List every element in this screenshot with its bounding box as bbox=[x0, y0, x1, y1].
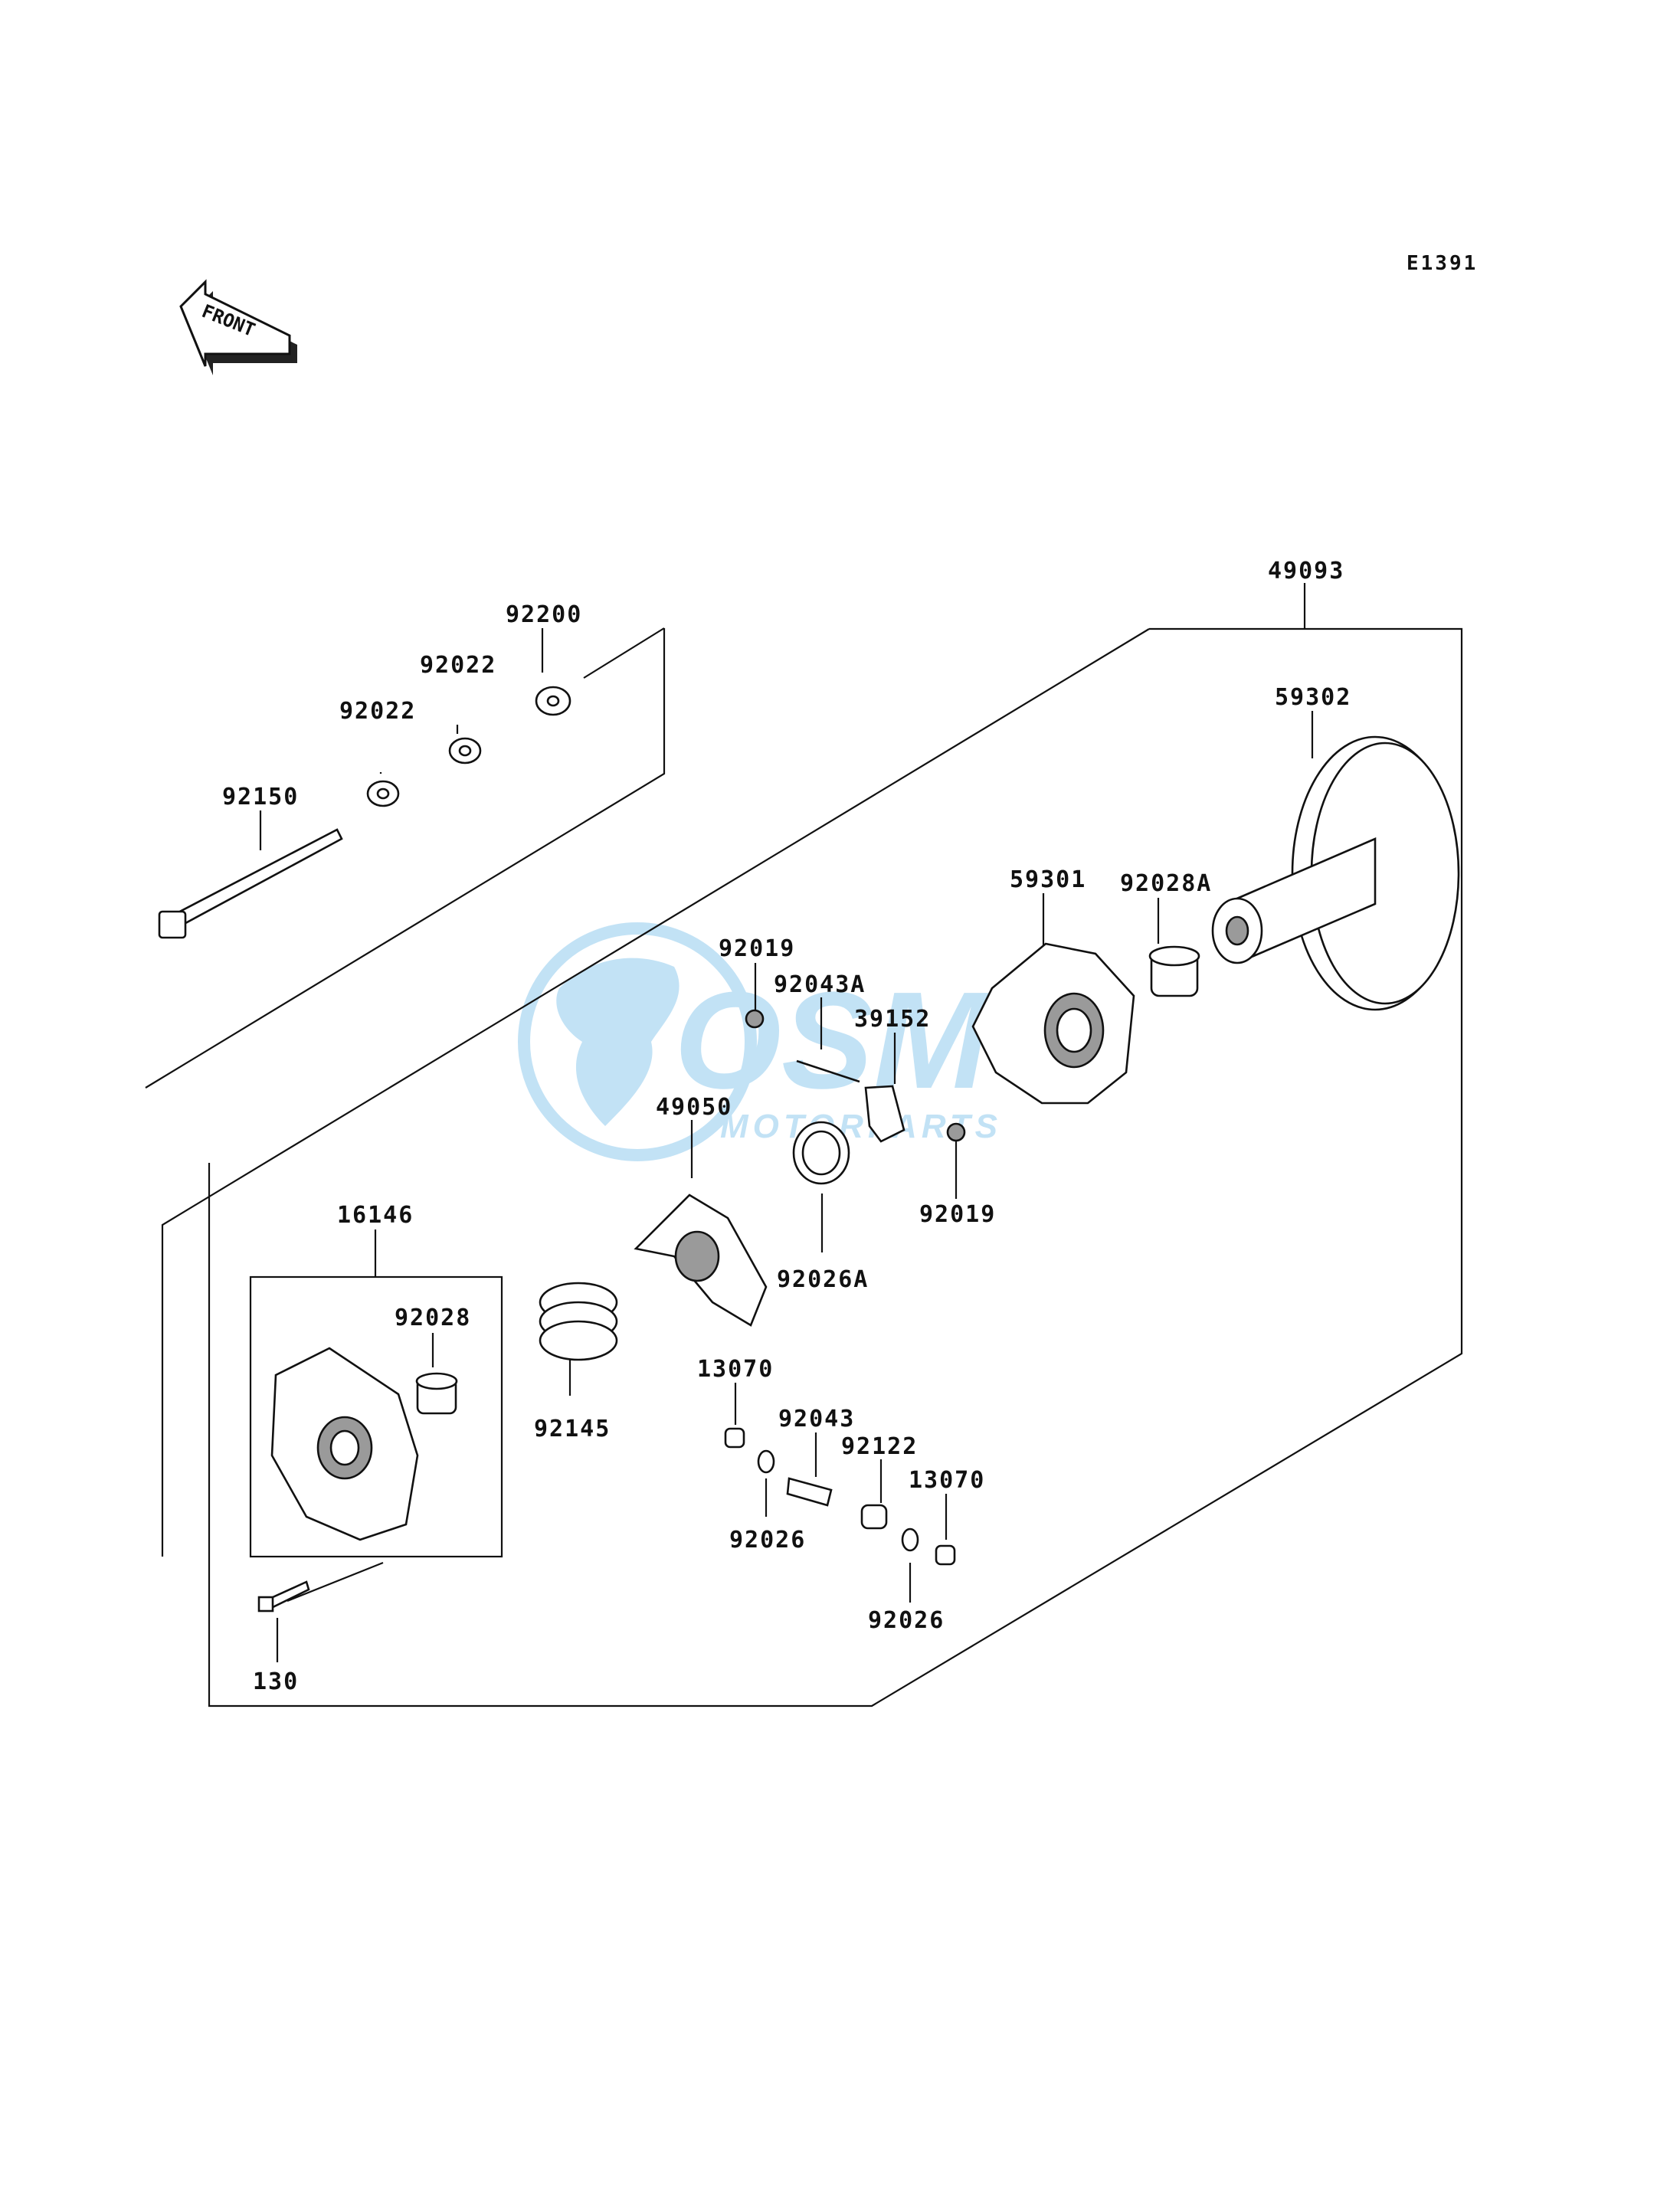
part-49050-spider-icon bbox=[634, 1193, 768, 1327]
label-92019-lower[interactable]: 92019 bbox=[919, 1201, 996, 1228]
part-labels: 49093 59302 92200 92022 92022 92150 5930… bbox=[222, 558, 1351, 1695]
part-92145-spring-icon bbox=[539, 1282, 618, 1361]
label-92150[interactable]: 92150 bbox=[222, 784, 299, 810]
label-92028A[interactable]: 92028A bbox=[1120, 870, 1212, 897]
front-arrow-icon: FRONT bbox=[179, 279, 297, 375]
label-130[interactable]: 130 bbox=[253, 1668, 299, 1695]
part-92028A-bushing-icon bbox=[1148, 945, 1200, 997]
label-49093[interactable]: 49093 bbox=[1268, 558, 1344, 584]
label-92122[interactable]: 92122 bbox=[841, 1433, 918, 1460]
label-92043[interactable]: 92043 bbox=[778, 1406, 855, 1432]
leader-lines bbox=[259, 583, 1314, 1662]
label-92026A[interactable]: 92026A bbox=[777, 1266, 869, 1293]
label-92145[interactable]: 92145 bbox=[534, 1416, 611, 1442]
part-92150-bolt-icon bbox=[158, 828, 343, 939]
osm-watermark: OSM MOTORPARTS bbox=[518, 922, 997, 1161]
label-92019-upper[interactable]: 92019 bbox=[719, 935, 795, 962]
label-13070-left[interactable]: 13070 bbox=[697, 1356, 774, 1383]
label-92026-left[interactable]: 92026 bbox=[729, 1527, 806, 1554]
label-92043A[interactable]: 92043A bbox=[774, 971, 866, 998]
label-92200[interactable]: 92200 bbox=[506, 601, 582, 628]
part-16146-sheave-icon bbox=[270, 1347, 419, 1541]
diagram-code: E1391 bbox=[1407, 252, 1478, 275]
watermark-brand: OSM bbox=[674, 964, 991, 1118]
label-92022-upper[interactable]: 92022 bbox=[420, 652, 496, 679]
part-washers-icon bbox=[366, 686, 571, 807]
part-59302-sheave-icon bbox=[1211, 735, 1460, 1011]
label-13070-right[interactable]: 13070 bbox=[909, 1467, 985, 1494]
part-lower-hardware-icon bbox=[257, 1427, 956, 1613]
label-59301[interactable]: 59301 bbox=[1010, 866, 1086, 893]
label-59302[interactable]: 59302 bbox=[1275, 684, 1351, 711]
part-59301-cover-icon bbox=[971, 942, 1135, 1105]
label-39152[interactable]: 39152 bbox=[854, 1006, 931, 1033]
label-92026-right[interactable]: 92026 bbox=[868, 1607, 945, 1634]
part-92028-bushing-icon bbox=[415, 1372, 458, 1415]
label-92022-lower[interactable]: 92022 bbox=[339, 698, 416, 725]
label-49050[interactable]: 49050 bbox=[656, 1094, 732, 1121]
label-16146[interactable]: 16146 bbox=[337, 1202, 414, 1229]
label-92028[interactable]: 92028 bbox=[395, 1305, 471, 1331]
part-small-hardware-icon bbox=[745, 1009, 966, 1185]
